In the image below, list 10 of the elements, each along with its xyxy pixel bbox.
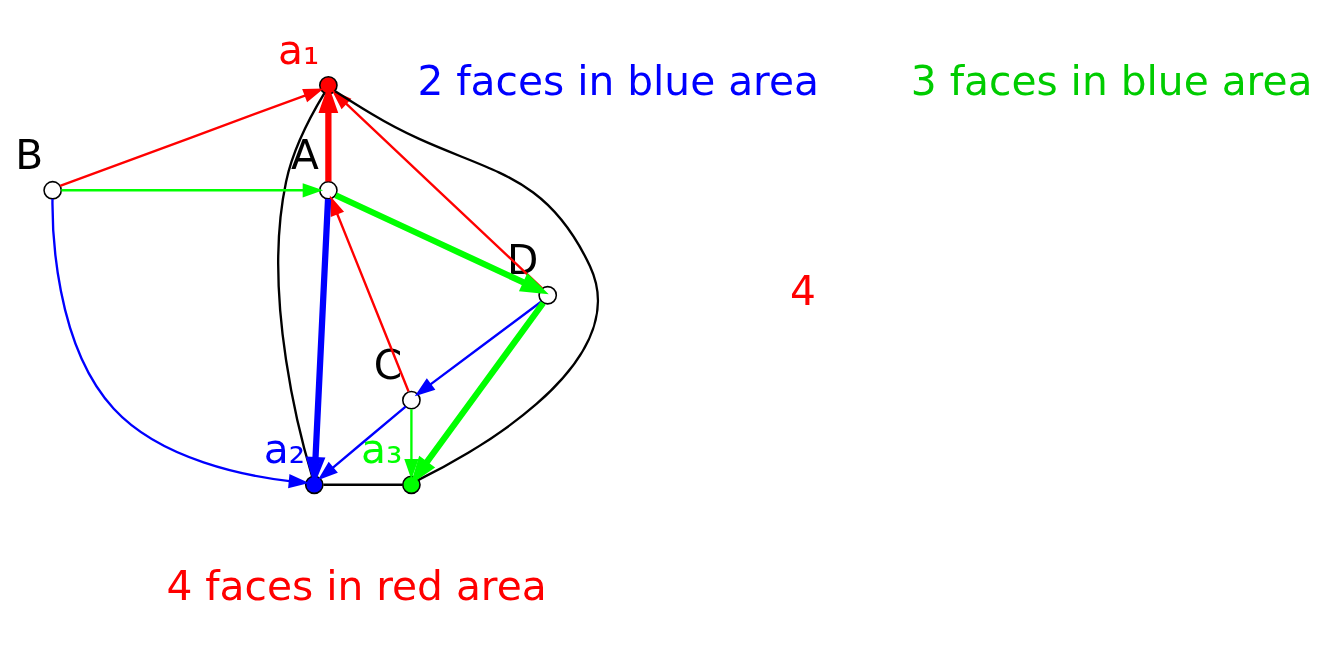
node-label: D xyxy=(506,235,539,284)
node-label: a₂ xyxy=(263,424,306,473)
label: 4 xyxy=(790,266,817,315)
node-label: C xyxy=(373,340,403,389)
label: 3 faces in blue area xyxy=(910,56,1313,105)
node-label: B xyxy=(15,130,44,179)
label: 4 faces in red area xyxy=(166,561,547,610)
label: 2 faces in blue area xyxy=(417,56,819,105)
node-label: a₁ xyxy=(277,25,320,74)
node-label: a₃ xyxy=(361,424,403,473)
